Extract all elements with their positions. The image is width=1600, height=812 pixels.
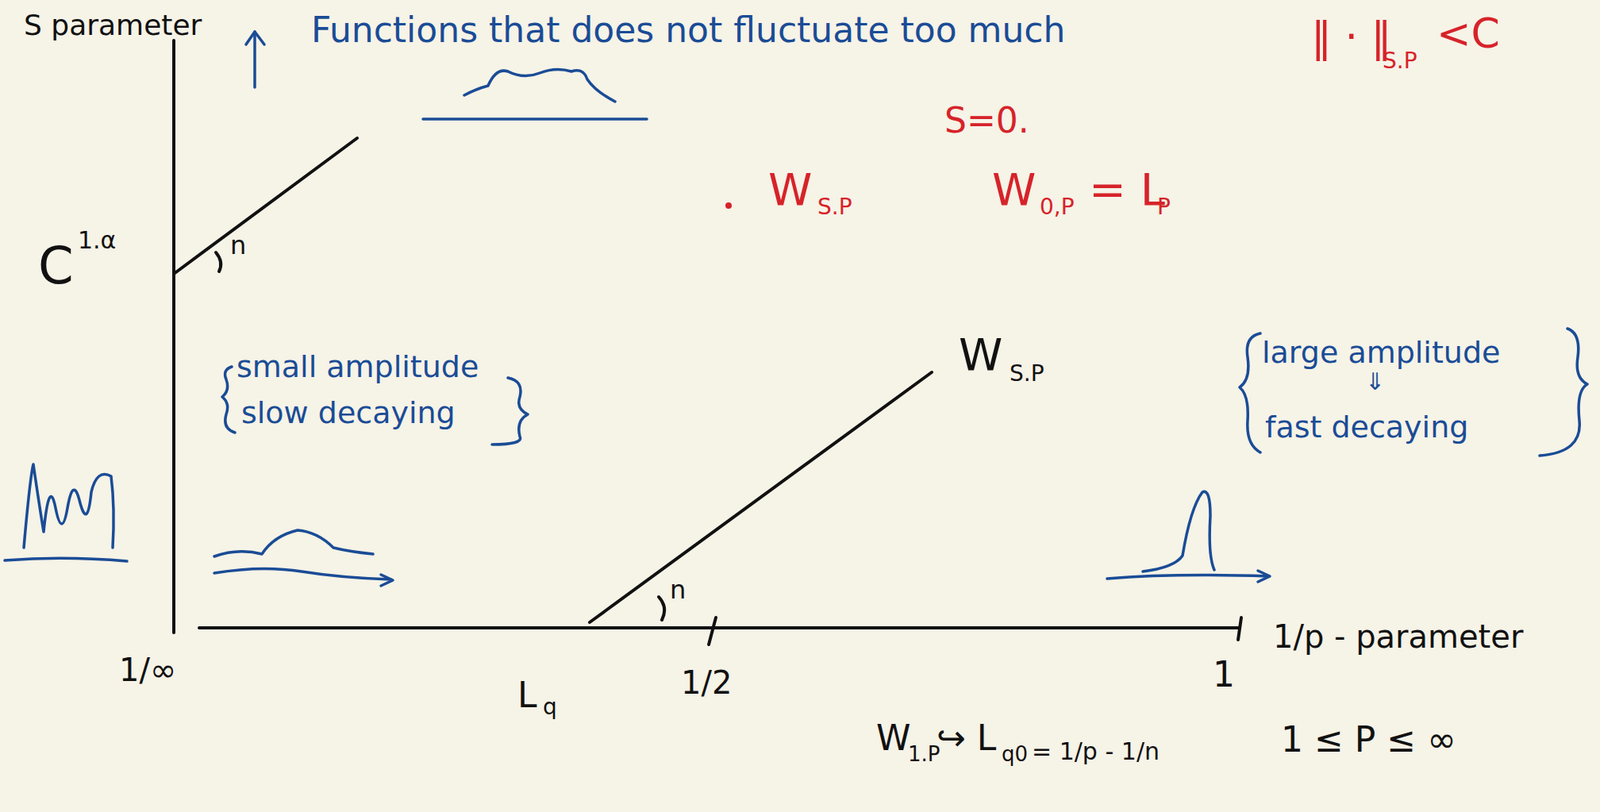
angle-label: n [230, 231, 247, 260]
subscript: P [1157, 195, 1171, 220]
subscript: S.P [1382, 49, 1418, 74]
baseline [214, 568, 391, 580]
note: 1 ≤ P ≤ ∞ [1280, 720, 1457, 759]
angle-arc [658, 596, 665, 620]
norm: ‖ · ‖ [1311, 14, 1393, 60]
flat-bump [214, 530, 374, 557]
axis-tick-label: 1 [1212, 655, 1235, 694]
gentle-bump [464, 69, 616, 102]
y-axis [172, 40, 176, 633]
note: small amplitude [236, 350, 479, 385]
wild-function [23, 464, 114, 548]
tick [1238, 617, 1242, 640]
angle-label: n [669, 576, 686, 604]
subscript: S.P [817, 195, 853, 220]
up-arrow [253, 31, 257, 88]
spike [1142, 491, 1215, 572]
norm-bound: <C [1436, 11, 1500, 57]
subscript: S.P [1009, 361, 1045, 387]
x-axis [199, 626, 1240, 630]
subscript: 1.P [907, 742, 941, 766]
embedding-line [589, 372, 932, 623]
tick [708, 617, 716, 645]
space-name: C [38, 238, 74, 294]
baseline [1107, 575, 1269, 579]
superscript: 1.α [77, 226, 116, 254]
space-name: = L [1088, 165, 1166, 215]
brace [222, 366, 235, 433]
note: Functions that does not fluctuate too mu… [311, 11, 1066, 50]
brace [492, 377, 528, 445]
axis-tick-label: 1/2 [680, 665, 732, 700]
bullet-dot [725, 202, 732, 209]
axis-title: 1/p - parameter [1273, 619, 1524, 654]
space-name: W [958, 330, 1003, 380]
subscript: q [542, 695, 558, 720]
baseline [423, 117, 647, 121]
baseline [4, 557, 127, 562]
arrow-head [380, 574, 393, 586]
axis-tick-label: L [517, 676, 538, 715]
subscript: 0,P [1039, 195, 1075, 220]
up-arrow-head [246, 31, 265, 45]
space-name: W [768, 165, 812, 215]
angle-arc [215, 252, 221, 272]
space-name: ↪ L [936, 719, 997, 758]
axis-tick-label: 1/∞ [119, 652, 177, 688]
formula: = 1/p - 1/n [1031, 738, 1160, 765]
arrow-head [1257, 570, 1270, 582]
embedding-line [173, 138, 358, 274]
space-name: W [876, 719, 912, 758]
note: slow decaying [241, 396, 456, 431]
subscript: q0 [1001, 742, 1028, 766]
axis-title: S parameter [23, 9, 202, 42]
brace [1239, 333, 1261, 453]
brace [1539, 328, 1588, 456]
note: fast decaying [1265, 411, 1469, 445]
note: large amplitude [1261, 336, 1500, 370]
space-name: W [992, 165, 1036, 215]
arrow-symbol: ⇓ [1365, 368, 1385, 395]
note: S=0. [944, 101, 1030, 140]
